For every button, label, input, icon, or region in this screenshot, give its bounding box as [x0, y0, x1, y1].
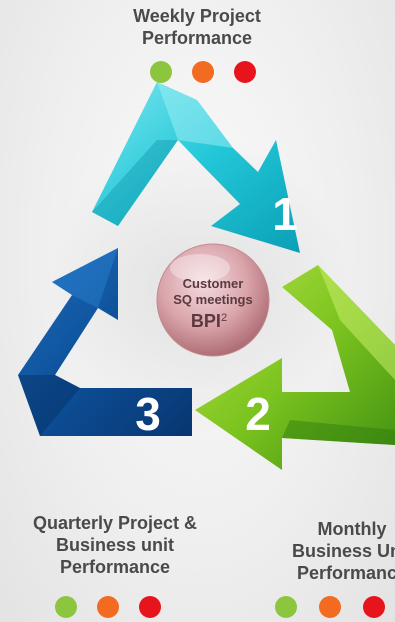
monthly-label-line-3: Performance — [296, 563, 395, 583]
weekly-label-line-1: Weekly Project — [133, 6, 261, 26]
quarterly-performance-label: Quarterly Project & Business unit Perfor… — [0, 512, 230, 578]
monthly-status-dots — [275, 596, 395, 618]
arrow-step-1 — [92, 82, 300, 253]
center-superscript: 2 — [221, 312, 227, 324]
center-circle: Customer SQ meetings BPI2 — [156, 243, 270, 357]
red-status-dot — [363, 596, 385, 618]
monthly-label-line-2: Business Unit — [291, 541, 395, 561]
quarterly-label-line-2: Business unit — [55, 535, 175, 555]
arrow-step-3 — [18, 248, 192, 436]
red-status-dot — [139, 596, 161, 618]
weekly-status-dots — [150, 61, 260, 83]
center-bpi: BPI — [191, 311, 221, 331]
monthly-label-line-1: Monthly — [317, 519, 387, 539]
svg-text:BPI2: BPI2 — [191, 311, 227, 331]
green-status-dot — [55, 596, 77, 618]
step-2-number: 2 — [245, 388, 271, 440]
red-status-dot — [234, 61, 256, 83]
center-line-2: SQ meetings — [173, 292, 252, 307]
orange-status-dot — [192, 61, 214, 83]
orange-status-dot — [97, 596, 119, 618]
center-line-1: Customer — [183, 276, 244, 291]
green-status-dot — [150, 61, 172, 83]
monthly-performance-label: Monthly Business Unit Performance — [252, 518, 395, 584]
quarterly-label-line-3: Performance — [59, 557, 171, 577]
orange-status-dot — [319, 596, 341, 618]
arrow-step-2 — [195, 265, 395, 470]
weekly-performance-label: Weekly Project Performance — [97, 5, 297, 49]
quarterly-label-line-1: Quarterly Project & — [32, 513, 198, 533]
quarterly-status-dots — [55, 596, 165, 618]
green-status-dot — [275, 596, 297, 618]
step-1-number: 1 — [272, 188, 298, 240]
weekly-label-line-2: Performance — [141, 28, 253, 48]
step-3-number: 3 — [135, 388, 161, 440]
